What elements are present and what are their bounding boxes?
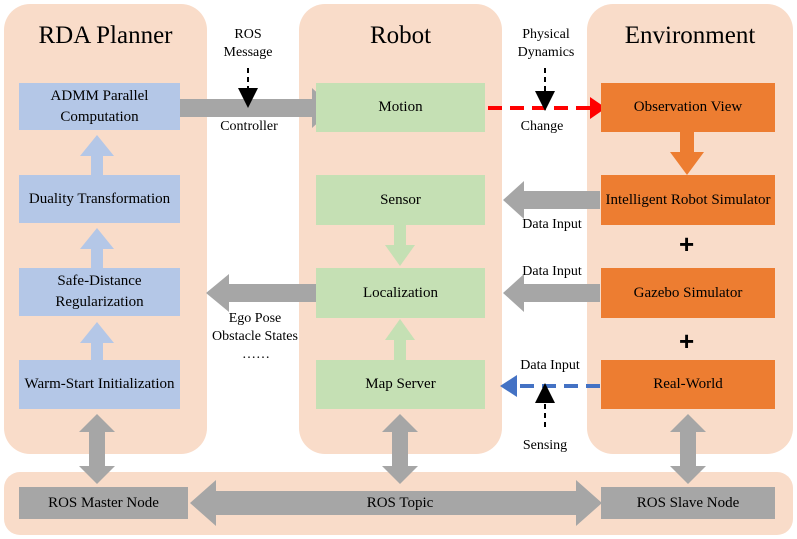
ellipsis-label: …… (242, 347, 270, 362)
motion-box: Motion (316, 83, 485, 132)
environment-title: Environment (624, 22, 756, 49)
arrow-gazebo-to-localization (503, 274, 600, 312)
robot-title: Robot (369, 22, 432, 49)
double-arrow-planner-bus (79, 414, 115, 484)
arrow-sensor-to-localization (385, 225, 415, 266)
intelligent-robot-simulator-box: Intelligent Robot Simulator (601, 175, 775, 225)
double-arrow-environment-bus (670, 414, 706, 484)
arrow-regularization-to-duality (80, 228, 114, 268)
ros-master-node-box: ROS Master Node (19, 487, 188, 519)
controller-label: Controller (220, 119, 278, 134)
ros-message-label: ROS Message (223, 27, 273, 60)
admm-box: ADMM Parallel Computation (19, 83, 180, 130)
obstacle-states-label: Obstacle States (212, 329, 298, 344)
arrow-mapserver-to-localization (385, 319, 415, 360)
ego-pose-label: Ego Pose (228, 311, 282, 326)
real-world-box: Real-World (601, 360, 775, 409)
blue-arrow-head (500, 375, 517, 397)
duality-box: Duality Transformation (19, 175, 180, 223)
ros-slave-node-box: ROS Slave Node (601, 487, 775, 519)
arrow-admm-to-motion (180, 88, 334, 128)
physical-dynamics-label: Physical Dynamics (517, 27, 575, 60)
sensing-label: Sensing (522, 438, 568, 453)
ros-topic-label: ROS Topic (366, 495, 434, 511)
plus-sign-2: + (679, 326, 695, 356)
plus-sign-1: + (679, 229, 695, 259)
rda-planner-title: RDA Planner (38, 22, 173, 49)
map-server-box: Map Server (316, 360, 485, 409)
data-input-label-2: Data Input (522, 264, 582, 279)
observation-view-box: Observation View (601, 83, 775, 132)
arrow-duality-to-admm (80, 135, 114, 175)
arrow-simulator-to-sensor (503, 181, 600, 219)
data-input-label-3: Data Input (520, 358, 580, 373)
warmstart-box: Warm-Start Initialization (19, 360, 180, 409)
ros-topic-double-arrow (190, 480, 602, 526)
change-label: Change (520, 119, 564, 134)
arrow-warmstart-to-regularization (80, 322, 114, 360)
arrow-observation-to-simulator (670, 131, 704, 175)
sensor-box: Sensor (316, 175, 485, 225)
localization-box: Localization (316, 268, 485, 318)
double-arrow-robot-bus (382, 414, 418, 484)
red-arrow-head (590, 97, 606, 119)
data-input-label-1: Data Input (522, 217, 582, 232)
gazebo-simulator-box: Gazebo Simulator (601, 268, 775, 318)
regularization-box: Safe-Distance Regularization (19, 268, 180, 316)
arrow-localization-to-planner (206, 274, 316, 312)
